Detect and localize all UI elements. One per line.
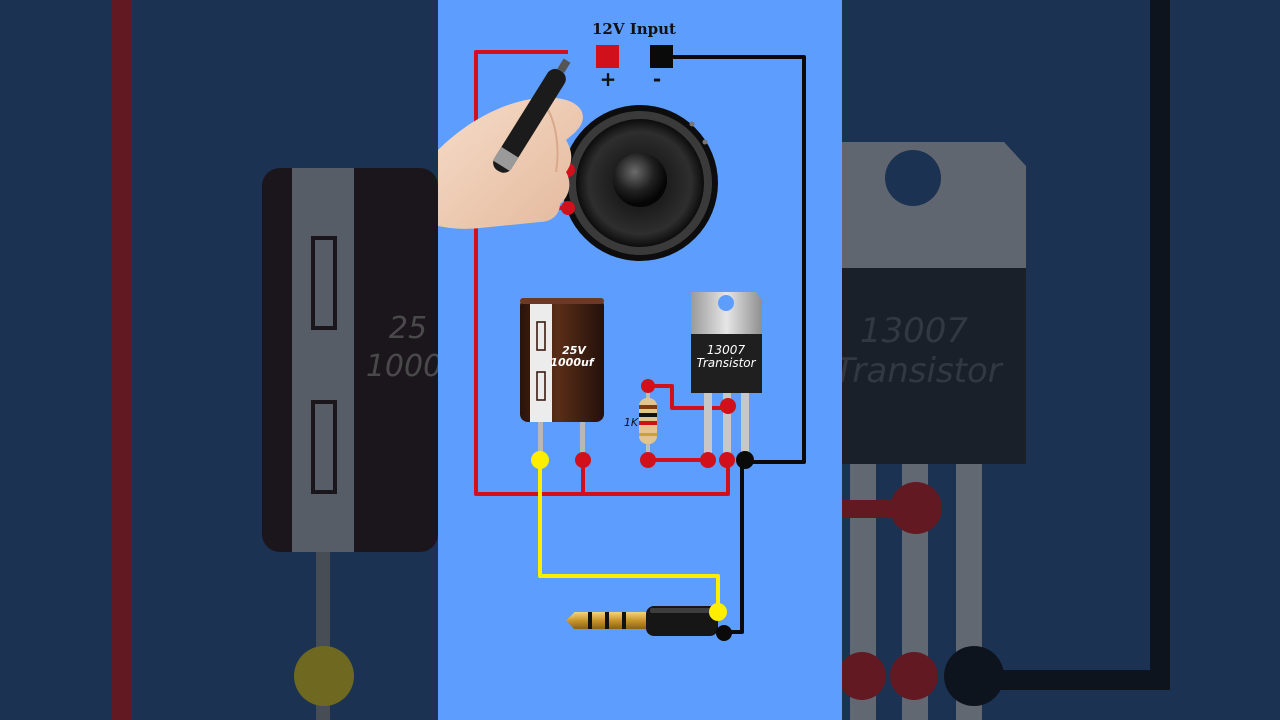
jack-plug [574,612,646,629]
background-black-node [944,646,1004,706]
signal-wire [538,460,720,612]
background-transistor-model: 13007 [860,311,969,351]
transistor-model-label: 13007 [707,343,746,357]
node-capacitor-negative [531,451,549,469]
transistor-kind-label: Transistor [696,356,756,370]
capacitor-leg-positive [580,418,585,460]
speaker-dome [613,153,667,207]
background-red-node-2 [838,652,886,700]
transistor-tab-hole [718,295,734,311]
capacitor-stripe [530,298,552,422]
speaker-screw [689,121,695,127]
positive-wire-main [474,50,730,496]
hand-finger-crease [547,109,559,173]
background-transistor-body [842,268,1026,464]
capacitor-leg-negative [538,418,543,460]
speaker-screw-2 [702,139,708,145]
speaker-terminal-2 [561,201,575,215]
capacitor: 25V 1000uf [520,298,604,460]
jack-ring-1 [588,612,592,629]
capacitor-capacitance-label: 1000uf [550,356,594,369]
jack-ring-2 [605,612,609,629]
background-red-node [890,482,942,534]
jack-tip [566,613,574,629]
junction-nodes [531,379,754,641]
positive-sign: + [600,67,617,91]
background-red-node-3 [890,652,938,700]
resistor: 1K [624,386,657,460]
background-transistor-kind: Transistor [834,351,1003,391]
jack-housing [646,606,718,636]
resistor-band-4 [639,433,657,436]
background-minus-mark [311,236,337,330]
background-capacitor-voltage: 25 [389,311,427,346]
background-wire-black-h [960,670,1170,690]
negative-sign: - [653,67,661,91]
resistor-band-3 [639,421,657,425]
resistor-top-wire [648,384,728,410]
background-capacitor-value: 1000 [366,349,442,384]
capacitor-voltage-label: 25V [562,344,587,357]
pen [492,58,571,173]
capacitor-top [520,298,604,304]
resistor-value-label: 1K [624,416,639,429]
pen-barrel [493,68,566,173]
transistor-pin-collector [723,390,731,462]
node-base [700,452,716,468]
jack-housing-highlight [650,608,712,613]
capacitor-minus-mark-2 [536,371,546,401]
pen-cap-band [492,146,519,172]
transistor: 13007 Transistor [691,292,762,462]
node-collector-link [720,398,736,414]
resistor-band-2 [639,413,657,417]
audio-jack [566,606,718,636]
background-transistor-hole [885,150,941,206]
background-capacitor-stripe [292,168,354,552]
transistor-pin-emitter [741,390,749,462]
resistor-band-1 [639,405,657,409]
speaker [561,105,718,261]
power-input-title: 12V Input [592,20,676,38]
positive-terminal [596,45,619,68]
negative-terminal [650,45,673,68]
power-input: 12V Input + - [592,20,676,91]
background-wire-red [112,0,132,720]
jack-ring-3 [622,612,626,629]
node-jack-ground [716,625,732,641]
node-capacitor-positive [575,452,591,468]
background-minus-mark-2 [311,400,337,494]
node-jack-signal [709,603,727,621]
ground-wire-main [661,55,806,464]
background-wire-black [1150,0,1170,690]
transistor-pin-base [704,390,712,462]
transistor-body [691,334,762,393]
capacitor-minus-mark [536,321,546,351]
hand-with-pen [438,58,583,229]
background-left [0,0,438,720]
node-resistor-top [641,379,655,393]
background-right: 13007 Transistor 25 1000 [366,0,1280,720]
node-collector [719,452,735,468]
transistor-tab [691,292,762,334]
node-emitter [736,451,754,469]
background-yellow-node [294,646,354,706]
node-resistor-bottom [640,452,656,468]
pen-tip [557,58,571,73]
